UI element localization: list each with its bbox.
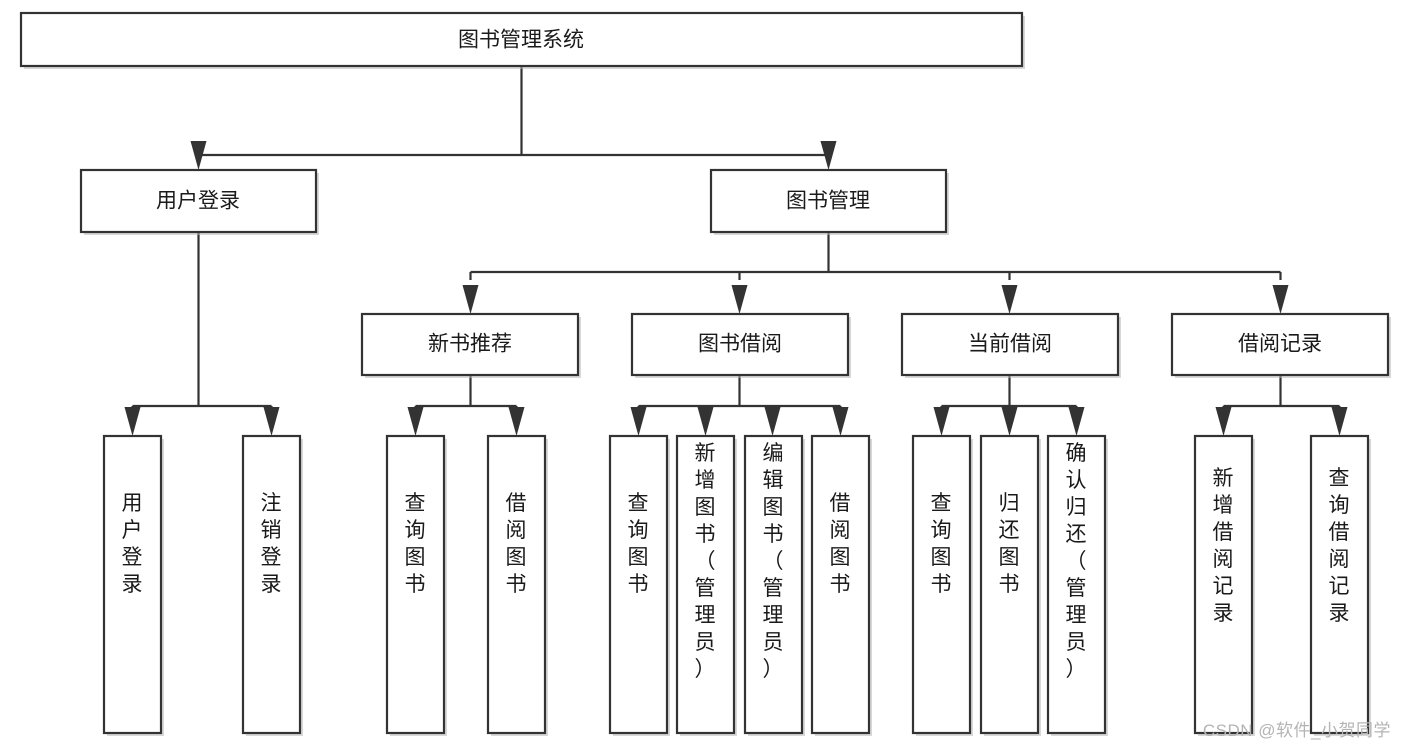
node-new-book-rec-label: 新书推荐 bbox=[428, 333, 512, 356]
arrowhead-book-borrow bbox=[731, 285, 748, 314]
connector-group-book-manage bbox=[462, 232, 1289, 314]
node-leaf-add-book-label: 新增图书（管理员） bbox=[695, 442, 716, 681]
node-leaf-edit-book-label: 编辑图书（管理员） bbox=[763, 442, 784, 681]
connector-group-new-book-rec bbox=[407, 375, 525, 436]
node-leaf-query-book-3-label: 查询图书 bbox=[931, 492, 952, 596]
node-leaf-user-logout-box[interactable] bbox=[241, 434, 302, 735]
node-user-login[interactable]: 用户登录 bbox=[79, 168, 319, 235]
arrowhead-leaf-add-record bbox=[1215, 407, 1232, 436]
node-book-manage[interactable]: 图书管理 bbox=[709, 168, 949, 235]
node-leaf-add-book[interactable]: 新增图书（管理员） bbox=[675, 434, 737, 736]
node-root-label: 图书管理系统 bbox=[458, 29, 584, 52]
node-leaf-query-book-3[interactable]: 查询图书 bbox=[911, 434, 973, 736]
node-leaf-return-book-label: 归还图书 bbox=[999, 492, 1020, 596]
arrowhead-leaf-borrow-book-1 bbox=[508, 407, 525, 436]
connector-group-root bbox=[190, 66, 837, 170]
node-leaf-confirm-return[interactable]: 确认归还（管理员） bbox=[1046, 434, 1108, 736]
connector-group-book-borrow bbox=[630, 375, 849, 436]
node-borrow-record-box[interactable] bbox=[1170, 312, 1390, 377]
arrowhead-leaf-confirm-return bbox=[1068, 407, 1085, 436]
arrowhead-leaf-edit-book bbox=[764, 407, 781, 436]
node-book-borrow-box[interactable] bbox=[630, 312, 850, 377]
node-leaf-user-login-label: 用户登录 bbox=[122, 492, 143, 596]
node-leaf-query-book-3-box[interactable] bbox=[911, 434, 972, 735]
node-borrow-record[interactable]: 借阅记录 bbox=[1170, 312, 1391, 378]
node-user-login-label: 用户登录 bbox=[156, 190, 240, 213]
node-leaf-borrow-book-1[interactable]: 借阅图书 bbox=[486, 434, 548, 736]
node-leaf-add-record-label: 新增借阅记录 bbox=[1213, 467, 1234, 625]
node-book-borrow-label: 图书借阅 bbox=[698, 333, 782, 356]
node-book-borrow[interactable]: 图书借阅 bbox=[630, 312, 851, 378]
arrowhead-leaf-query-book-2 bbox=[630, 407, 647, 436]
node-leaf-query-book-1-label: 查询图书 bbox=[405, 492, 426, 596]
node-leaf-return-book[interactable]: 归还图书 bbox=[979, 434, 1041, 736]
node-leaf-user-login[interactable]: 用户登录 bbox=[102, 434, 164, 736]
node-leaf-return-book-box[interactable] bbox=[979, 434, 1040, 735]
node-leaf-edit-book-box[interactable] bbox=[743, 434, 804, 735]
arrowhead-leaf-user-logout bbox=[263, 407, 280, 436]
node-leaf-add-record-box[interactable] bbox=[1193, 434, 1254, 735]
node-leaf-query-book-1[interactable]: 查询图书 bbox=[385, 434, 447, 736]
node-borrow-record-label: 借阅记录 bbox=[1238, 333, 1322, 356]
node-leaf-query-book-2[interactable]: 查询图书 bbox=[608, 434, 670, 736]
node-leaf-edit-book[interactable]: 编辑图书（管理员） bbox=[743, 434, 805, 736]
node-leaf-user-logout-label: 注销登录 bbox=[261, 492, 282, 596]
node-current-borrow[interactable]: 当前借阅 bbox=[900, 312, 1121, 378]
node-root[interactable]: 图书管理系统 bbox=[19, 11, 1025, 69]
node-leaf-query-record[interactable]: 查询借阅记录 bbox=[1309, 434, 1371, 736]
arrowhead-leaf-query-book-3 bbox=[933, 407, 950, 436]
connector-group-current-borrow bbox=[933, 375, 1085, 436]
node-leaf-user-logout[interactable]: 注销登录 bbox=[241, 434, 303, 736]
node-leaf-borrow-book-1-box[interactable] bbox=[486, 434, 547, 735]
node-leaf-query-book-2-label: 查询图书 bbox=[628, 492, 649, 596]
node-new-book-rec[interactable]: 新书推荐 bbox=[360, 312, 581, 378]
arrowhead-leaf-add-book bbox=[697, 407, 714, 436]
node-leaf-borrow-book-1-label: 借阅图书 bbox=[506, 492, 527, 596]
node-leaf-query-book-2-box[interactable] bbox=[608, 434, 669, 735]
node-current-borrow-label: 当前借阅 bbox=[968, 333, 1052, 356]
node-root-box[interactable] bbox=[19, 11, 1024, 68]
arrowhead-leaf-return-book bbox=[1001, 407, 1018, 436]
arrowhead-leaf-borrow-book-2 bbox=[832, 407, 849, 436]
arrowhead-leaf-user-login bbox=[124, 407, 141, 436]
node-leaf-borrow-book-2-label: 借阅图书 bbox=[830, 492, 851, 596]
arrowhead-current-borrow bbox=[1001, 285, 1018, 314]
arrowhead-leaf-query-book-1 bbox=[407, 407, 424, 436]
arrowhead-book-manage bbox=[820, 141, 837, 170]
node-new-book-rec-box[interactable] bbox=[360, 312, 580, 377]
arrowhead-borrow-record bbox=[1272, 285, 1289, 314]
node-leaf-confirm-return-label: 确认归还（管理员） bbox=[1066, 442, 1087, 681]
arrowhead-user-login bbox=[190, 141, 207, 170]
connector-group-user-login bbox=[124, 232, 280, 436]
node-leaf-query-record-label: 查询借阅记录 bbox=[1329, 467, 1350, 625]
arrowhead-new-book-rec bbox=[462, 285, 479, 314]
node-user-login-box[interactable] bbox=[79, 168, 318, 234]
node-leaf-borrow-book-2-box[interactable] bbox=[810, 434, 871, 735]
node-book-manage-box[interactable] bbox=[709, 168, 948, 234]
arrowhead-leaf-query-record bbox=[1331, 407, 1348, 436]
node-leaf-confirm-return-box[interactable] bbox=[1046, 434, 1107, 735]
watermark-text: CSDN @软件_小贺同学 bbox=[1202, 721, 1391, 740]
node-book-manage-label: 图书管理 bbox=[786, 190, 870, 213]
connector-group-borrow-record bbox=[1215, 375, 1348, 436]
node-leaf-query-book-1-box[interactable] bbox=[385, 434, 446, 735]
node-leaf-query-record-box[interactable] bbox=[1309, 434, 1370, 735]
node-leaf-add-book-box[interactable] bbox=[675, 434, 736, 735]
node-leaf-user-login-box[interactable] bbox=[102, 434, 163, 735]
node-current-borrow-box[interactable] bbox=[900, 312, 1120, 377]
node-leaf-add-record[interactable]: 新增借阅记录 bbox=[1193, 434, 1255, 736]
node-leaf-borrow-book-2[interactable]: 借阅图书 bbox=[810, 434, 872, 736]
